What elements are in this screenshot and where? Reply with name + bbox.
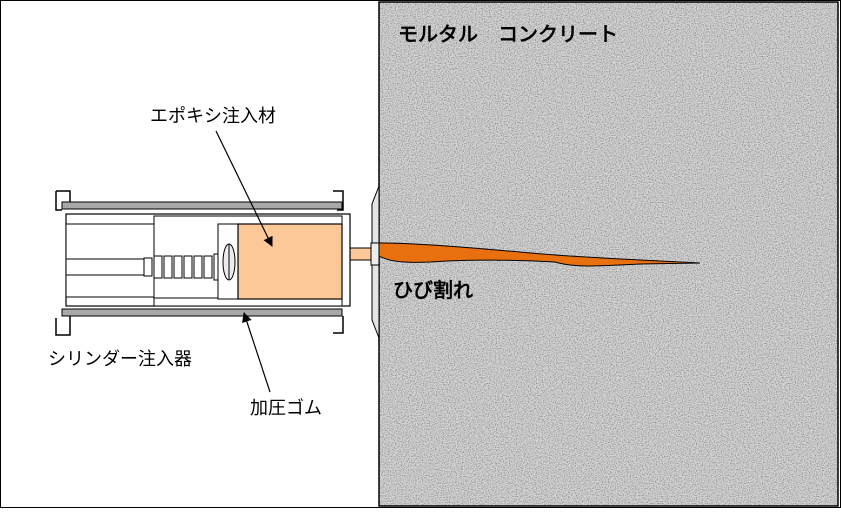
nozzle-tube xyxy=(347,247,372,261)
top-rail xyxy=(61,201,343,210)
arrow-epoxy xyxy=(215,130,273,247)
arrow-rubber xyxy=(242,312,271,393)
label-crack: ひび割れ xyxy=(393,278,473,302)
crack-shape xyxy=(378,242,701,267)
label-injector: シリンダー注入器 xyxy=(48,349,192,370)
cylinder-injector xyxy=(55,190,351,336)
bottom-rail xyxy=(61,308,343,317)
epoxy-chamber xyxy=(237,223,343,300)
label-epoxy: エポキシ注入材 xyxy=(150,106,276,127)
plunger-rod xyxy=(65,258,147,276)
label-concrete: モルタル コンクリート xyxy=(398,22,618,46)
nozzle-tip xyxy=(370,242,380,266)
label-rubber: 加圧ゴム xyxy=(250,398,322,419)
